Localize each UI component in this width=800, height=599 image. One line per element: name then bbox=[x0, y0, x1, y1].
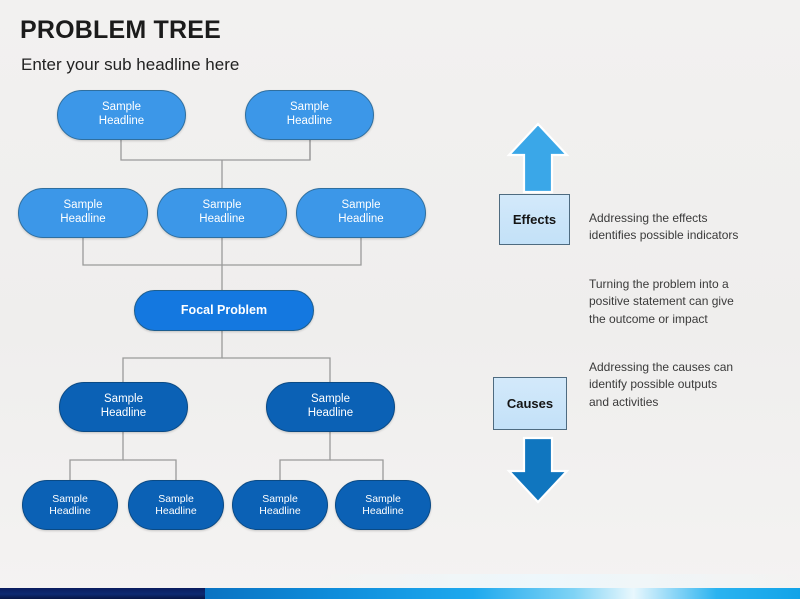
middle-description: Turning the problem into a positive stat… bbox=[589, 277, 734, 326]
problem-tree-diagram: Sample Headline Sample Headline Sample H… bbox=[18, 90, 431, 530]
tree-node-row4-1[interactable]: Sample Headline bbox=[59, 382, 188, 432]
effects-box[interactable]: Effects bbox=[499, 194, 570, 245]
tree-node-label: Sample Headline bbox=[98, 101, 145, 127]
tree-node-row5-2[interactable]: Sample Headline bbox=[128, 480, 224, 530]
bottom-brand-bar bbox=[0, 588, 800, 599]
tree-node-label: Sample Headline bbox=[199, 199, 245, 225]
tree-node-row1-2[interactable]: Sample Headline bbox=[245, 90, 374, 140]
tree-node-row5-3[interactable]: Sample Headline bbox=[232, 480, 328, 530]
tree-node-label: Sample Headline bbox=[49, 492, 91, 517]
bottom-bar-right-segment bbox=[205, 588, 800, 599]
tree-node-row5-1[interactable]: Sample Headline bbox=[22, 480, 118, 530]
tree-node-focal-problem[interactable]: Focal Problem bbox=[134, 290, 314, 331]
focal-problem-label: Focal Problem bbox=[180, 303, 268, 318]
causes-label: Causes bbox=[506, 396, 554, 411]
tree-node-row2-2[interactable]: Sample Headline bbox=[157, 188, 287, 238]
tree-connector-lines bbox=[69, 140, 384, 480]
down-arrow-icon bbox=[506, 436, 570, 504]
tree-node-label: Sample Headline bbox=[100, 393, 147, 419]
tree-node-label: Sample Headline bbox=[362, 492, 404, 517]
tree-node-label: Sample Headline bbox=[259, 492, 301, 517]
tree-node-label: Sample Headline bbox=[155, 492, 197, 517]
tree-node-label: Sample Headline bbox=[338, 199, 384, 225]
causes-description: Addressing the causes can identify possi… bbox=[589, 360, 734, 409]
page-subtitle: Enter your sub headline here bbox=[21, 55, 240, 74]
tree-node-row1-1[interactable]: Sample Headline bbox=[57, 90, 186, 140]
tree-node-label: Sample Headline bbox=[60, 199, 106, 225]
tree-node-row2-1[interactable]: Sample Headline bbox=[18, 188, 148, 238]
tree-node-row5-4[interactable]: Sample Headline bbox=[335, 480, 431, 530]
bottom-bar-left-segment bbox=[0, 588, 205, 599]
tree-node-label: Sample Headline bbox=[307, 393, 354, 419]
causes-box[interactable]: Causes bbox=[493, 377, 567, 430]
tree-node-row2-3[interactable]: Sample Headline bbox=[296, 188, 426, 238]
up-arrow-icon bbox=[506, 122, 570, 194]
bottom-bar-sheen bbox=[0, 574, 800, 588]
page-title: PROBLEM TREE bbox=[20, 16, 222, 44]
tree-node-label: Sample Headline bbox=[286, 101, 333, 127]
effects-label: Effects bbox=[512, 212, 557, 227]
effects-description: Addressing the effects identifies possib… bbox=[589, 211, 739, 243]
tree-node-row4-2[interactable]: Sample Headline bbox=[266, 382, 395, 432]
